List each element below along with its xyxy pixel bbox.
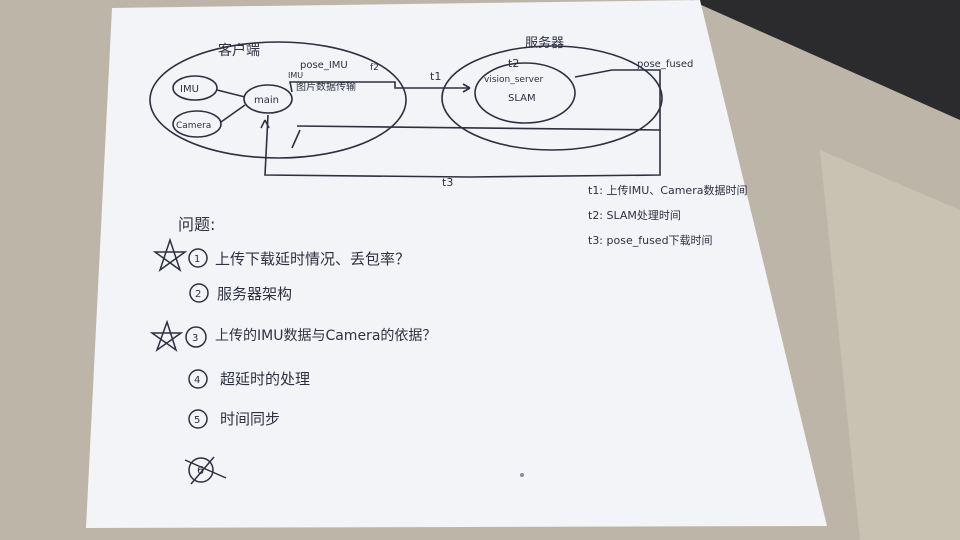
paper-sheet	[86, 0, 827, 528]
star-1	[152, 237, 188, 272]
q2-circle	[189, 283, 209, 303]
t2-label: t2	[508, 57, 519, 70]
q1-text: 上传下载延时情况、丢包率？	[215, 250, 410, 268]
q3-circle	[185, 326, 207, 348]
t1-label: t1	[430, 70, 441, 83]
arrow-camera-main	[220, 104, 246, 123]
question-markers	[149, 237, 227, 485]
q6-crossout	[184, 456, 227, 485]
paper-speck	[520, 473, 524, 477]
arrow-upload	[289, 81, 470, 93]
q5-text: 时间同步	[220, 410, 280, 428]
pose-fused-label: pose_fused	[637, 59, 693, 70]
q5-number: 5	[194, 415, 200, 426]
arrow-result	[296, 69, 661, 131]
q3-text: 上传的IMU数据与Camera的依据？	[215, 328, 436, 344]
arrow-download-loop	[264, 114, 661, 178]
vision-label: vision_server	[484, 75, 544, 85]
arrow-imu-main	[216, 89, 246, 98]
f2-label: f2	[370, 63, 379, 73]
camera-node	[172, 110, 222, 138]
main-node	[243, 84, 293, 114]
server-outer-boundary	[441, 45, 663, 151]
slam-label: SLAM	[508, 93, 536, 104]
q4-text: 超延时的处理	[220, 370, 310, 388]
q4-number: 4	[194, 375, 200, 386]
legend-t2: t2: SLAM处理时间	[588, 209, 681, 222]
imu-node	[172, 75, 218, 101]
q5-circle	[188, 409, 208, 429]
q1-number: 1	[194, 254, 200, 265]
q6-number: 6	[197, 464, 204, 477]
main-label: main	[254, 95, 279, 106]
server-inner-boundary	[474, 62, 576, 124]
q4-circle	[188, 369, 208, 389]
desk-highlight	[820, 150, 960, 540]
camera-label: Camera	[176, 121, 211, 131]
questions-title: 问题:	[178, 215, 215, 234]
pose-imu-label: pose_IMU	[300, 60, 348, 71]
imu-label: IMU	[180, 84, 199, 95]
laptop-edge	[690, 0, 960, 120]
q2-number: 2	[195, 289, 201, 300]
q1-circle	[188, 248, 208, 268]
q2-text: 服务器架构	[217, 285, 292, 303]
client-boundary	[149, 41, 407, 159]
star-3	[149, 319, 184, 352]
diagram-strokes	[149, 41, 663, 178]
legend-t1: t1: 上传IMU、Camera数据时间	[588, 183, 747, 197]
t3-label: t3	[442, 176, 453, 189]
imu-small-label: IMU	[288, 71, 303, 80]
legend-t3: t3: pose_fused下载时间	[588, 234, 713, 247]
q3-number: 3	[192, 333, 198, 344]
send-label: 图片数据传输	[296, 80, 356, 93]
q6-circle	[188, 457, 214, 483]
server-label: 服务器	[525, 35, 564, 51]
client-label: 客户端	[218, 42, 260, 59]
arrow-down	[291, 129, 301, 149]
